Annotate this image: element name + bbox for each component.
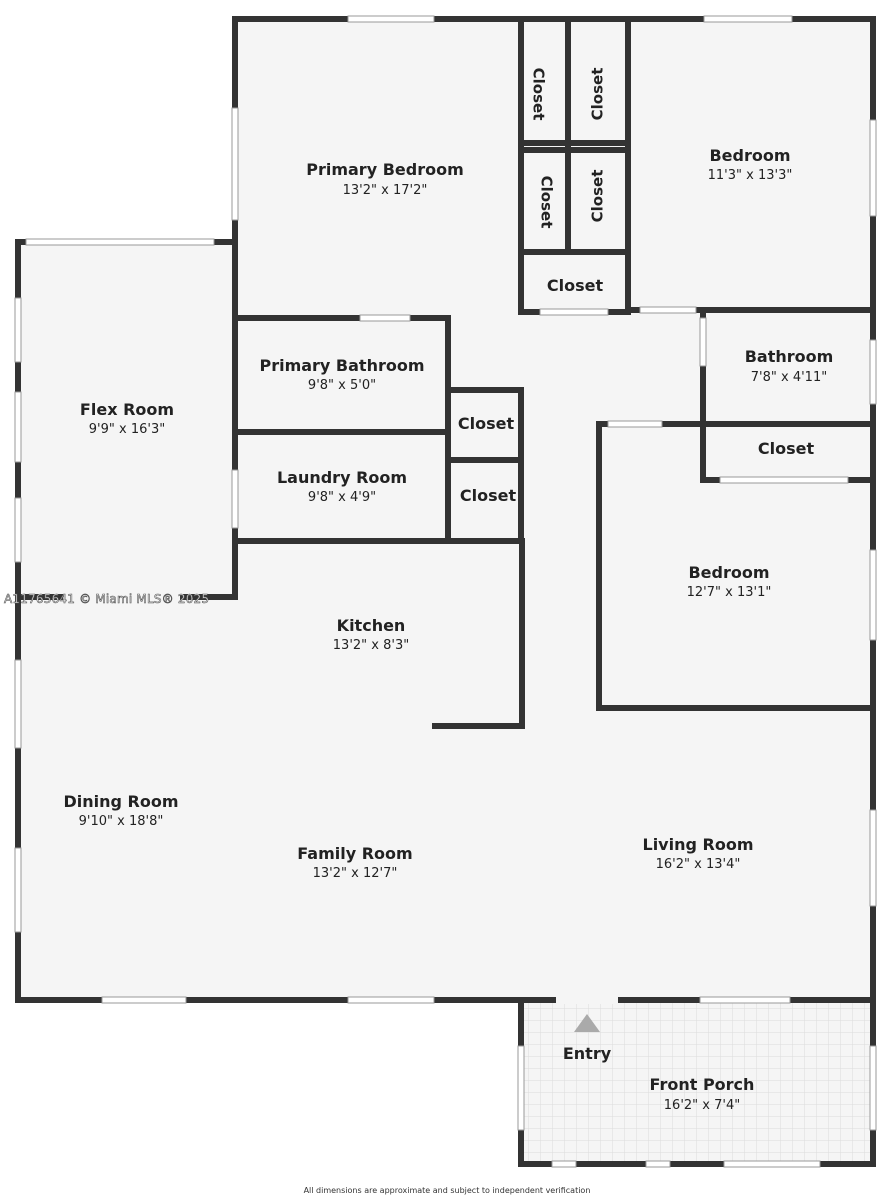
window	[869, 809, 877, 907]
bedroom-right-name: Bedroom	[688, 563, 769, 582]
kitchen-wall	[432, 538, 525, 729]
window	[539, 308, 609, 316]
closet-label: Closet	[589, 68, 607, 121]
window	[869, 549, 877, 641]
bedroom-right-wall	[596, 421, 876, 711]
window	[607, 420, 663, 428]
family-room-dims: 13'2" x 12'7"	[313, 866, 398, 881]
window	[703, 15, 793, 23]
living-room-name: Living Room	[643, 835, 754, 854]
bathroom-dims: 7'8" x 4'11"	[751, 370, 827, 385]
closet-label: Closet	[547, 276, 604, 295]
window	[869, 339, 877, 405]
closet-label: Closet	[460, 486, 517, 505]
watermark: A11765641 © Miami MLS® 2025	[4, 592, 210, 607]
bedroom-top-dims: 11'3" x 13'3"	[708, 168, 793, 183]
window	[517, 1045, 525, 1131]
window	[719, 476, 849, 484]
window	[869, 119, 877, 217]
window	[231, 107, 239, 221]
closet-label: Closet	[538, 176, 556, 229]
windows	[14, 15, 877, 1168]
window	[551, 1160, 577, 1168]
primary-bathroom-name: Primary Bathroom	[259, 356, 424, 375]
window	[14, 497, 22, 563]
primary-bedroom-name: Primary Bedroom	[306, 160, 464, 179]
kitchen-dims: 13'2" x 8'3"	[333, 638, 409, 653]
window	[699, 317, 707, 367]
closet-wall-a	[445, 387, 524, 544]
entry-door	[556, 996, 618, 1032]
disclaimer-footer: All dimensions are approximate and subje…	[303, 1186, 591, 1195]
room-labels: Primary Bedroom 13'2" x 17'2" Bedroom 11…	[63, 68, 833, 1113]
window	[347, 15, 435, 23]
family-room-name: Family Room	[297, 844, 412, 863]
front-porch-dims: 16'2" x 7'4"	[664, 1098, 740, 1113]
walls	[15, 16, 876, 1167]
bedroom-top-name: Bedroom	[709, 146, 790, 165]
window	[645, 1160, 671, 1168]
window	[347, 996, 435, 1004]
flex-room-dims: 9'9" x 16'3"	[89, 422, 165, 437]
kitchen-name: Kitchen	[337, 616, 406, 635]
front-porch-name: Front Porch	[650, 1075, 755, 1094]
closet-label: Closet	[589, 170, 607, 223]
window	[14, 297, 22, 363]
primary-bath-top-wall	[232, 315, 451, 543]
closet-label: Closet	[758, 439, 815, 458]
closet-label: Closet	[530, 68, 548, 121]
bathroom-name: Bathroom	[745, 347, 834, 366]
living-room-dims: 16'2" x 13'4"	[656, 857, 741, 872]
flex-room-name: Flex Room	[80, 400, 174, 419]
primary-bathroom-dims: 9'8" x 5'0"	[308, 378, 376, 393]
window	[359, 314, 411, 322]
window	[231, 469, 239, 529]
dining-room-dims: 9'10" x 18'8"	[79, 814, 164, 829]
window	[639, 306, 697, 314]
window	[14, 847, 22, 933]
laundry-room-name: Laundry Room	[277, 468, 407, 487]
window	[723, 1160, 821, 1168]
primary-bedroom-dims: 13'2" x 17'2"	[343, 183, 428, 198]
window	[14, 659, 22, 749]
window	[869, 1045, 877, 1131]
window	[25, 238, 215, 246]
window	[101, 996, 187, 1004]
entry-arrow-icon	[574, 1014, 600, 1032]
window	[699, 996, 791, 1004]
bedroom-right-dims: 12'7" x 13'1"	[687, 585, 772, 600]
closet-label: Closet	[458, 414, 515, 433]
window	[14, 391, 22, 463]
entry-label: Entry	[563, 1044, 612, 1063]
dining-room-name: Dining Room	[63, 792, 178, 811]
flex-room-wall	[180, 239, 238, 600]
laundry-room-dims: 9'8" x 4'9"	[308, 490, 376, 505]
